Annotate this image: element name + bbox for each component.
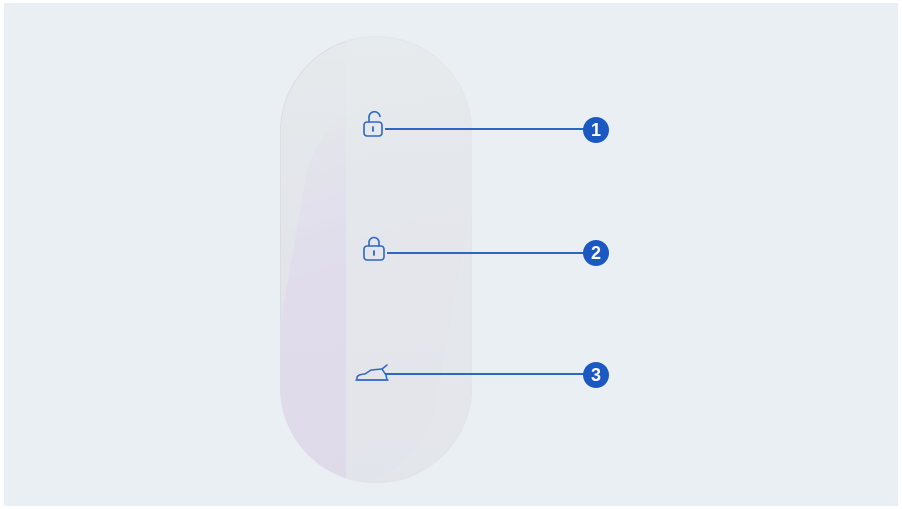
callout-line-1 [385, 128, 587, 130]
key-fob [280, 36, 472, 483]
callout-badge-3: 3 [583, 362, 609, 388]
callout-line-2 [387, 252, 587, 254]
diagram-canvas: 1 2 3 [4, 3, 898, 506]
callout-badge-1: 1 [583, 117, 609, 143]
callout-line-3 [385, 373, 587, 375]
unlock-icon [363, 110, 383, 137]
lock-icon [363, 236, 385, 261]
callout-badge-2: 2 [583, 240, 609, 266]
trunk-open-icon [355, 364, 389, 381]
